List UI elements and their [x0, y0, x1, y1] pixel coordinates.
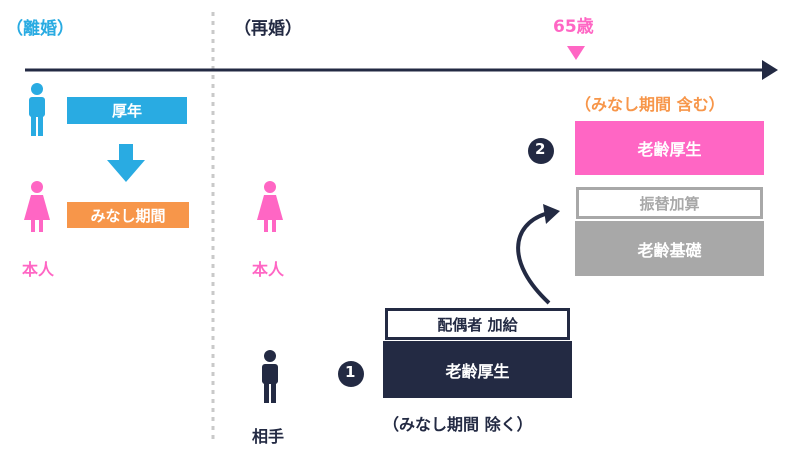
step-1-number: 1 [345, 363, 356, 381]
female-figure-icon [257, 181, 283, 232]
spouse-allowance-box: 配偶者 加給 [385, 308, 570, 340]
old-age-basic-pension-box: 老齢基礎 [575, 221, 764, 276]
age65-marker [567, 46, 585, 60]
aite-label: 相手 [252, 427, 285, 446]
timeline-arrowhead [762, 60, 778, 80]
partner-note: （みなし期間 除く） [383, 415, 533, 434]
male-figure-icon [29, 83, 45, 136]
female-figure-icon [24, 181, 50, 232]
transfer-arrow-curve [516, 212, 551, 305]
partner-old-age-pension-box: 老齢厚生 [383, 341, 572, 398]
down-arrow-icon [107, 144, 145, 182]
step-1-circle [338, 361, 364, 387]
minashi-kikan-box: みなし期間 [67, 202, 189, 228]
step-2-number: 2 [535, 140, 546, 158]
header-age65: 65歳 [553, 17, 594, 37]
step-2-circle [528, 138, 554, 164]
male-figure-icon [262, 350, 278, 403]
honnin-label-left: 本人 [22, 260, 55, 279]
header-divorce: （離婚） [6, 19, 74, 39]
transfer-addition-box: 振替加算 [576, 187, 763, 219]
transfer-arrowhead [543, 204, 560, 224]
honnin-label-middle: 本人 [252, 260, 285, 279]
self-note: （みなし期間 含む） [575, 95, 725, 114]
self-old-age-pension-box: 老齢厚生 [575, 121, 764, 175]
header-remarriage: （再婚） [234, 19, 302, 39]
kosei-nenkin-box: 厚年 [67, 97, 187, 124]
